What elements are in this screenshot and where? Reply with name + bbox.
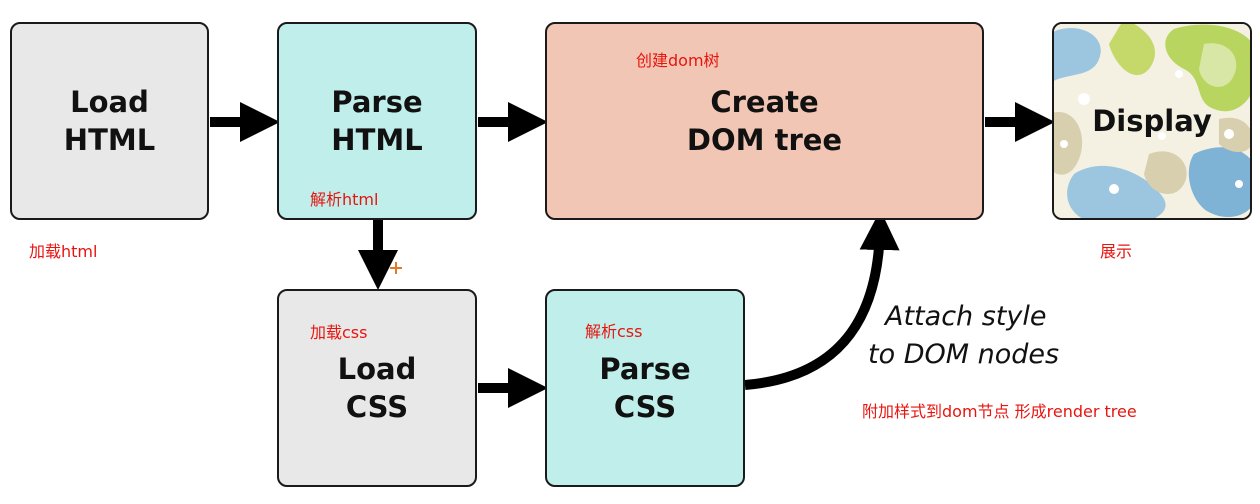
annotation-load-html: 加载html bbox=[29, 242, 98, 261]
annotation-load-css: 加载css bbox=[310, 323, 368, 342]
parse-css-box: Parse CSS bbox=[545, 289, 745, 487]
load-css-box: Load CSS bbox=[277, 289, 477, 487]
annotation-display: 展示 bbox=[1100, 242, 1133, 261]
create-dom-line1: Create bbox=[710, 85, 819, 119]
parse-css-line2: CSS bbox=[613, 390, 677, 424]
display-label: Display bbox=[1092, 104, 1212, 138]
display-box: Display bbox=[1052, 22, 1252, 220]
cursor-mark-icon bbox=[390, 262, 402, 274]
annotation-create-dom: 创建dom树 bbox=[636, 51, 720, 70]
attach-style-line2: to DOM nodes bbox=[868, 339, 1060, 370]
create-dom-box: Create DOM tree bbox=[545, 22, 984, 220]
attach-style-line1: Attach style bbox=[885, 301, 1047, 332]
parse-html-box: Parse HTML bbox=[277, 22, 477, 220]
create-dom-line2: DOM tree bbox=[686, 123, 843, 157]
load-html-line1: Load bbox=[70, 85, 149, 119]
annotation-attach: 附加样式到dom节点 形成render tree bbox=[862, 402, 1137, 421]
parse-html-line1: Parse bbox=[331, 85, 423, 119]
load-css-line1: Load bbox=[337, 352, 417, 386]
load-css-line2: CSS bbox=[345, 390, 409, 424]
display-pattern bbox=[1054, 24, 1250, 218]
attach-style-label: Attach style to DOM nodes bbox=[868, 298, 1059, 374]
parse-html-line2: HTML bbox=[331, 123, 423, 157]
parse-css-line1: Parse bbox=[599, 352, 691, 386]
load-html-box: Load HTML bbox=[10, 22, 209, 220]
load-html-line2: HTML bbox=[63, 123, 156, 157]
arrow-attach-style-curve bbox=[744, 210, 900, 390]
annotation-parse-html: 解析html bbox=[310, 190, 379, 209]
annotation-parse-css: 解析css bbox=[585, 322, 643, 341]
